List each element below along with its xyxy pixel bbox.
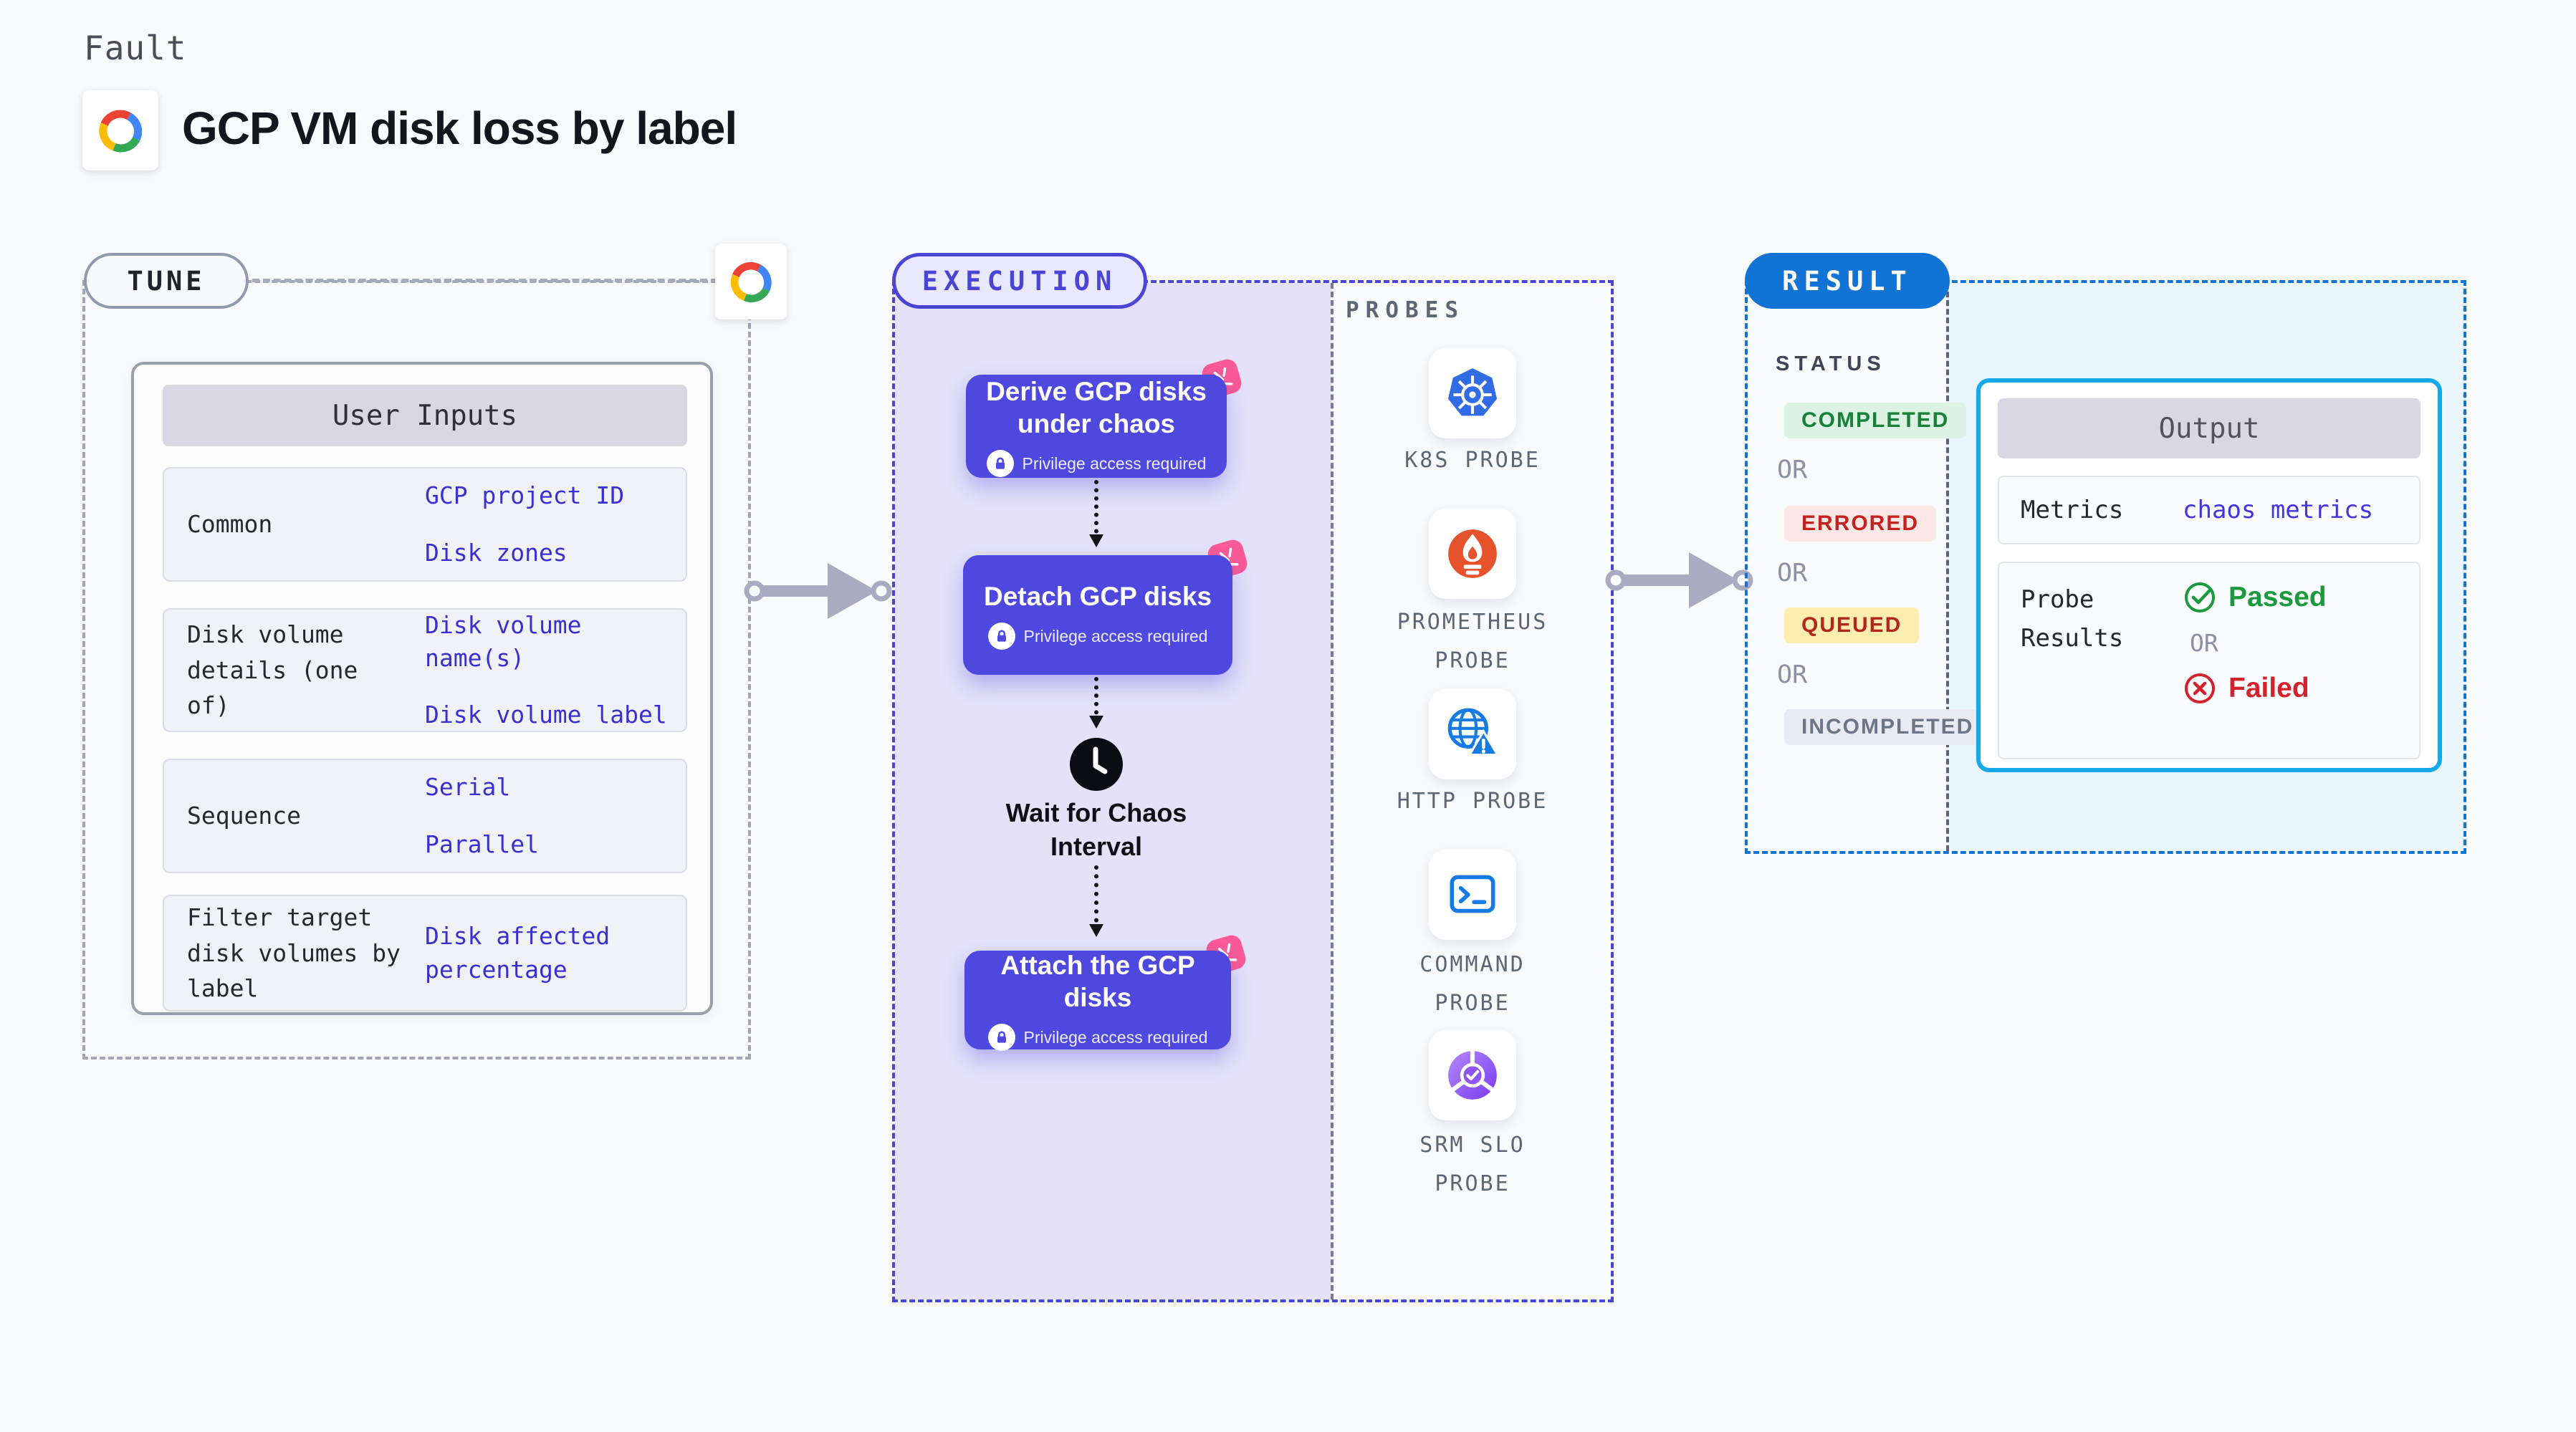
lock-icon <box>987 1024 1015 1052</box>
probe-label: SRM SLO PROBE <box>1419 1133 1526 1196</box>
input-row-filter-by-label: Filter target disk volumes by label Disk… <box>163 895 687 1011</box>
tune-dashed-connector <box>252 279 718 282</box>
dotted-arrow-icon <box>1089 865 1103 937</box>
probe-results-row: Probe Results Passed OR Failed <box>1998 562 2421 759</box>
privilege-label: Privilege access required <box>1023 1027 1208 1047</box>
input-value-link[interactable]: GCP project ID <box>425 481 625 510</box>
metrics-label: Metrics <box>2021 495 2124 524</box>
lock-icon <box>986 450 1014 478</box>
metrics-row: Metrics chaos metrics <box>1998 476 2421 544</box>
input-value-link[interactable]: Disk affected percentage <box>425 922 611 984</box>
step-card-derive-disks: Derive GCP disks under chaos Privilege a… <box>966 375 1227 478</box>
privilege-label: Privilege access required <box>1022 453 1207 473</box>
status-badge-completed: COMPLETED <box>1784 403 1967 438</box>
status-badge-queued: QUEUED <box>1784 607 1920 643</box>
or-label: OR <box>1777 559 1808 587</box>
step-title: Attach the GCP disks <box>1000 950 1195 1012</box>
clock-icon <box>1070 738 1123 791</box>
user-inputs-card: User Inputs Common GCP project ID Disk z… <box>131 362 713 1015</box>
result-separator <box>1946 283 1949 851</box>
input-value-link[interactable]: Parallel <box>425 830 539 858</box>
gcp-logo-icon-tune <box>715 244 787 319</box>
flow-arrow-icon <box>1605 548 1756 612</box>
input-row-common: Common GCP project ID Disk zones <box>163 467 687 582</box>
input-value-link[interactable]: Disk zones <box>425 538 568 567</box>
step-title: Detach GCP disks <box>983 581 1212 611</box>
step-card-detach-disks: Detach GCP disks Privilege access requir… <box>963 555 1232 675</box>
probe-results-label: Probe Results <box>2021 585 2124 653</box>
input-row-label: Filter target disk volumes by label <box>187 903 401 1003</box>
probe-tile-command <box>1429 850 1516 940</box>
input-row-label: Common <box>187 510 273 539</box>
result-badge: RESULT <box>1745 253 1950 309</box>
step-card-attach-disks: Attach the GCP disks Privilege access re… <box>964 950 1231 1052</box>
probe-tile-k8s <box>1429 348 1516 438</box>
prometheus-icon <box>1448 529 1497 578</box>
probe-label: COMMAND PROBE <box>1419 952 1526 1016</box>
failed-x-icon <box>2185 673 2215 703</box>
wait-interval-label: Wait for Chaos Interval <box>1005 798 1187 861</box>
probe-label: HTTP PROBE <box>1397 789 1548 814</box>
kubernetes-icon <box>1447 368 1498 416</box>
input-row-label: Sequence <box>187 802 301 830</box>
input-row-disk-volume-details: Disk volume details (one of) Disk volume… <box>163 608 687 732</box>
dotted-arrow-icon <box>1089 480 1103 547</box>
execution-badge: EXECUTION <box>892 253 1147 309</box>
flow-arrow-icon <box>744 559 894 623</box>
metrics-link[interactable]: chaos metrics <box>2183 496 2374 524</box>
probe-tile-http <box>1429 689 1516 779</box>
input-value-link[interactable]: Serial <box>425 773 511 802</box>
status-badge-errored: ERRORED <box>1784 506 1937 542</box>
failed-label: Failed <box>2228 673 2309 703</box>
terminal-icon <box>1450 875 1495 913</box>
output-header: Output <box>1998 398 2421 458</box>
privilege-label: Privilege access required <box>1023 626 1208 645</box>
input-row-label: Disk volume details (one of) <box>187 620 358 720</box>
input-value-link[interactable]: Disk volume label <box>425 701 667 729</box>
input-value-link[interactable]: Disk volume name(s) <box>425 610 582 672</box>
page-title: GCP VM disk loss by label <box>182 102 737 154</box>
status-badge-incompleted: INCOMPLETED <box>1784 709 1991 745</box>
srm-slo-icon <box>1448 1049 1497 1100</box>
probe-tile-prometheus <box>1429 509 1516 599</box>
passed-label: Passed <box>2228 582 2327 612</box>
probes-separator <box>1331 283 1334 1299</box>
user-inputs-header: User Inputs <box>163 385 687 446</box>
dotted-arrow-icon <box>1089 677 1103 729</box>
input-row-sequence: Sequence Serial Parallel <box>163 759 687 873</box>
output-card: Output Metrics chaos metrics Probe Resul… <box>1976 378 2442 772</box>
fault-kind-label: Fault <box>84 29 187 67</box>
passed-check-icon <box>2185 582 2215 612</box>
tune-badge: TUNE <box>84 253 249 309</box>
gcp-logo-icon <box>82 90 158 170</box>
probes-header: PROBES <box>1346 297 1465 323</box>
http-globe-icon <box>1447 708 1500 756</box>
step-title: Derive GCP disks under chaos <box>986 376 1207 438</box>
or-label: OR <box>1777 660 1808 689</box>
status-header: STATUS <box>1776 352 1886 375</box>
probe-label: K8S PROBE <box>1404 448 1541 473</box>
or-label: OR <box>1777 456 1808 484</box>
or-label: OR <box>2190 629 2218 657</box>
probe-label: PROMETHEUS PROBE <box>1397 610 1548 673</box>
probe-tile-srm-slo <box>1429 1030 1516 1120</box>
lock-icon <box>987 623 1015 650</box>
